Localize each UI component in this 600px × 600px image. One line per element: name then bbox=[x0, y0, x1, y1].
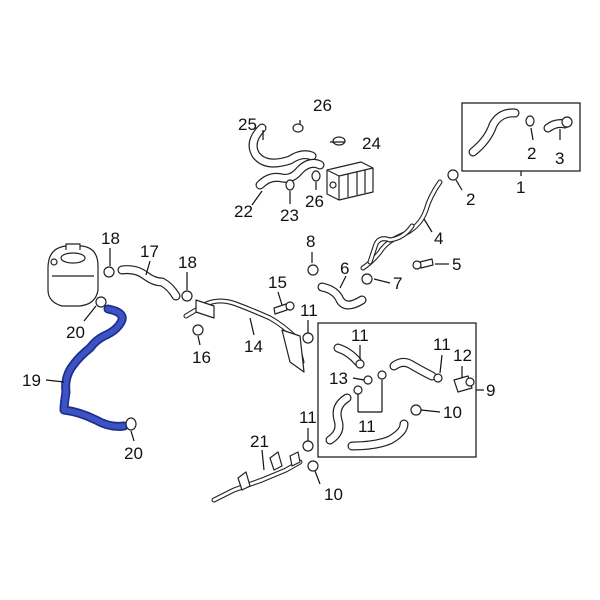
clamp-box-11b[interactable] bbox=[433, 373, 443, 383]
hose-22-part[interactable] bbox=[255, 158, 325, 190]
clamp-box-11d[interactable] bbox=[377, 370, 387, 380]
callout-labels: 1 2 2 3 4 5 6 7 8 9 10 10 11 11 11 11 11… bbox=[22, 96, 564, 504]
hose-box-upper-right[interactable] bbox=[389, 357, 437, 381]
bolt-5[interactable] bbox=[412, 258, 434, 270]
clamp-10-lower[interactable] bbox=[307, 460, 319, 472]
hose-17-part[interactable] bbox=[117, 265, 181, 301]
connector-3-part[interactable] bbox=[543, 116, 573, 133]
callout-4: 4 bbox=[434, 229, 443, 248]
clamp-20-upper[interactable] bbox=[95, 296, 107, 308]
clamp-20-lower[interactable] bbox=[125, 417, 137, 431]
coolant-reservoir-part[interactable] bbox=[47, 243, 99, 307]
callout-13: 13 bbox=[329, 369, 348, 388]
callout-10-box: 10 bbox=[443, 403, 462, 422]
clamp-26-lower[interactable] bbox=[311, 170, 321, 182]
callout-5: 5 bbox=[452, 255, 461, 274]
hose-box-lower-right[interactable] bbox=[347, 419, 409, 451]
callout-11-box-b: 11 bbox=[433, 335, 451, 354]
hose-box-lower-left[interactable] bbox=[325, 393, 352, 445]
callout-21: 21 bbox=[250, 432, 269, 451]
callout-11-box-a: 11 bbox=[351, 326, 369, 345]
clamp-18-right[interactable] bbox=[181, 290, 193, 302]
callout-7: 7 bbox=[393, 274, 402, 293]
clamp-box-10[interactable] bbox=[410, 404, 422, 416]
callout-20-upper: 20 bbox=[66, 323, 85, 342]
clamp-7[interactable] bbox=[361, 273, 373, 285]
clamp-24[interactable] bbox=[332, 136, 346, 146]
clamp-2-box[interactable] bbox=[525, 115, 535, 127]
callout-25: 25 bbox=[238, 115, 257, 134]
callout-11-mid: 11 bbox=[300, 301, 318, 320]
callout-11-lower: 11 bbox=[299, 408, 317, 427]
hose-25-part[interactable] bbox=[248, 123, 317, 168]
callout-26-lower: 26 bbox=[305, 192, 324, 211]
callout-22: 22 bbox=[234, 202, 253, 221]
clamp-box-13[interactable] bbox=[363, 375, 373, 385]
clamp-8[interactable] bbox=[307, 264, 319, 276]
pipe-21-part[interactable] bbox=[211, 451, 303, 503]
clamp-11-mid[interactable] bbox=[302, 332, 314, 344]
callout-11-box-c: 11 bbox=[358, 417, 376, 436]
callout-2-box: 2 bbox=[527, 144, 536, 163]
hose-box-upper-left[interactable] bbox=[333, 343, 363, 367]
callout-17: 17 bbox=[140, 242, 159, 261]
callout-3: 3 bbox=[555, 149, 564, 168]
callout-18-right: 18 bbox=[178, 253, 197, 272]
callout-6: 6 bbox=[340, 259, 349, 278]
callout-15: 15 bbox=[268, 273, 287, 292]
callout-19: 19 bbox=[22, 371, 41, 390]
clamp-box-11c[interactable] bbox=[353, 385, 363, 395]
callout-1: 1 bbox=[516, 178, 525, 197]
clamp-2-pipe[interactable] bbox=[447, 169, 459, 181]
connector-12[interactable] bbox=[453, 375, 475, 393]
pipe-14-part[interactable] bbox=[183, 298, 305, 373]
callout-10-lower: 10 bbox=[324, 485, 343, 504]
callout-9: 9 bbox=[486, 381, 495, 400]
clip-16[interactable] bbox=[192, 324, 204, 336]
callout-12: 12 bbox=[453, 346, 472, 365]
callout-24: 24 bbox=[362, 134, 381, 153]
callout-20-lower: 20 bbox=[124, 444, 143, 463]
hose-1-part[interactable] bbox=[468, 108, 520, 157]
pipe-4-part[interactable] bbox=[360, 179, 443, 271]
oil-cooler-part[interactable] bbox=[326, 161, 374, 201]
clamp-11-lower[interactable] bbox=[302, 440, 314, 452]
leader-lines bbox=[45, 120, 561, 485]
callout-16: 16 bbox=[192, 348, 211, 367]
bolt-15[interactable] bbox=[273, 301, 295, 315]
clamp-18-left[interactable] bbox=[103, 266, 115, 278]
callout-14: 14 bbox=[244, 337, 263, 356]
clamp-box-11a[interactable] bbox=[355, 359, 365, 369]
callout-18-left: 18 bbox=[101, 229, 120, 248]
hose-19-highlighted[interactable] bbox=[59, 304, 129, 431]
clamp-23[interactable] bbox=[285, 179, 295, 191]
callout-8: 8 bbox=[306, 232, 315, 251]
callout-26-top: 26 bbox=[313, 96, 332, 115]
callout-23: 23 bbox=[280, 206, 299, 225]
callout-2-pipe: 2 bbox=[466, 190, 475, 209]
clamp-26-top[interactable] bbox=[292, 123, 304, 133]
hose-6-part[interactable] bbox=[317, 282, 367, 310]
